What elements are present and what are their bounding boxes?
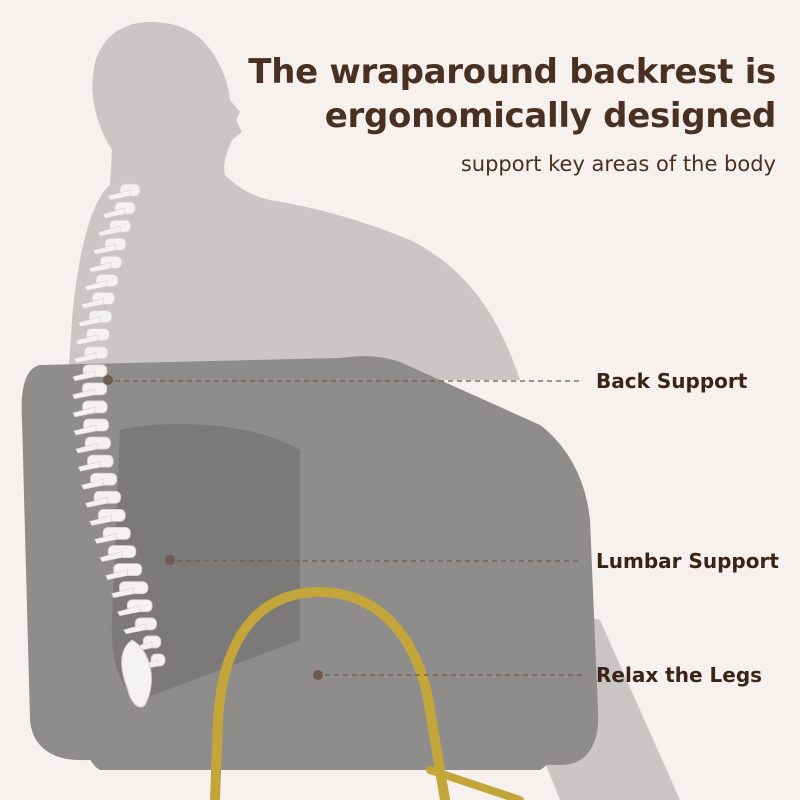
vertebra-process	[75, 334, 99, 345]
back-support-label: Back Support	[596, 369, 748, 393]
vertebra-process	[72, 406, 96, 418]
vertebra-process	[117, 605, 141, 617]
armchair-icon	[21, 356, 599, 770]
vertebra-process	[97, 225, 121, 237]
vertebra-process	[72, 388, 95, 400]
gold-frame-icon	[210, 586, 524, 800]
vertebra-process	[92, 243, 116, 255]
sacrum	[121, 639, 152, 708]
subtitle: support key areas of the body	[460, 152, 776, 176]
lumbar-support-label: Lumbar Support	[596, 549, 779, 573]
spine-icon	[72, 183, 166, 708]
vertebra-process	[80, 298, 104, 309]
vertebra-process	[73, 424, 97, 436]
headline-line-1: The wraparound backrest is	[248, 52, 776, 92]
vertebra-process	[89, 514, 113, 526]
callout-leaders	[103, 375, 582, 680]
vertebra-process	[84, 279, 108, 291]
vertebra-process	[75, 442, 99, 454]
relax-legs-label: Relax the Legs	[596, 663, 763, 687]
vertebra-process	[107, 189, 131, 201]
vertebra-process	[123, 623, 147, 635]
relax-legs-dot	[313, 670, 323, 680]
headline: The wraparound backrest is ergonomically…	[216, 50, 776, 138]
vertebra-process	[77, 460, 101, 472]
vertebra-process	[99, 551, 123, 562]
vertebra-process	[84, 496, 108, 508]
vertebra-process	[77, 316, 101, 327]
vertebra-process	[111, 587, 134, 599]
vertebra-process	[72, 370, 96, 382]
vertebra-process	[88, 261, 112, 273]
headline-line-2: ergonomically designed	[324, 96, 777, 136]
vertebra-process	[73, 352, 97, 364]
vertebra-process	[105, 569, 128, 580]
vertebra-process	[102, 207, 126, 219]
back-support-dot	[103, 375, 113, 385]
vertebra-process	[94, 533, 117, 544]
lumbar-support-dot	[165, 555, 175, 565]
vertebra-process	[81, 478, 104, 490]
